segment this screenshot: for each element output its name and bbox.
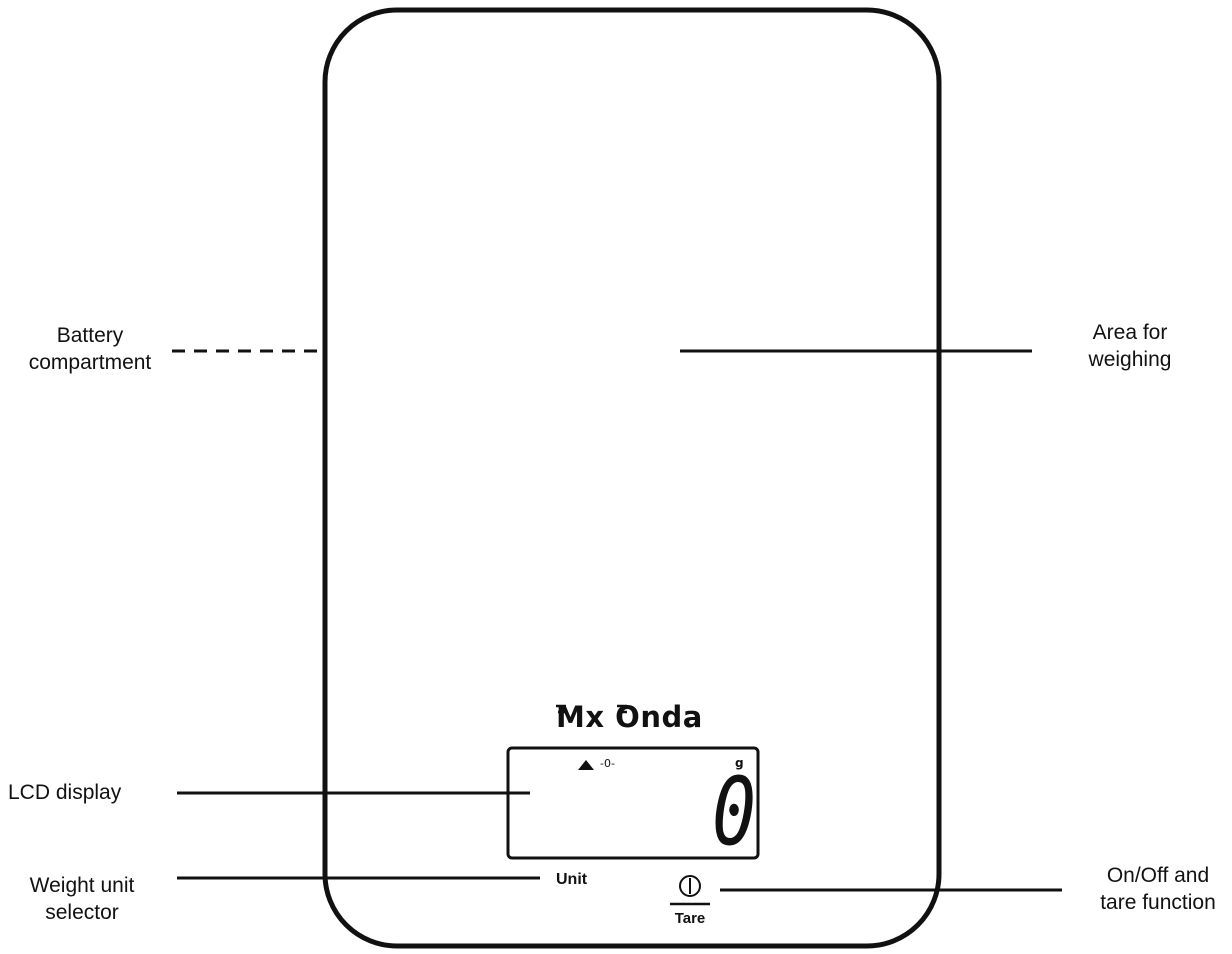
weighing-area-label-line-2: weighing (1088, 348, 1172, 371)
onoff-label-line-1: On/Off and (1106, 864, 1210, 887)
tare-button[interactable]: Tare (668, 874, 712, 927)
zero-indicator: -0- (600, 757, 615, 770)
lcd-reading: 0 (712, 758, 757, 867)
battery-compartment-label: Battery compartment (10, 322, 170, 376)
battery-label-line-1: Battery (56, 324, 124, 347)
power-icon (670, 875, 710, 906)
tare-button-label: Tare (674, 910, 706, 927)
unit-selector-label-line-1: Weight unit (29, 874, 135, 897)
weight-unit-selector-label: Weight unit selector (2, 872, 162, 926)
triangle-icon (578, 760, 594, 770)
lcd-display-label: LCD display (8, 779, 168, 806)
unit-button[interactable]: Unit (556, 871, 588, 888)
onoff-tare-label: On/Off and tare function (1078, 862, 1232, 916)
lcd-display (506, 746, 760, 860)
brand-logo: Mx Onda (556, 700, 703, 734)
lcd-label-text: LCD display (8, 781, 122, 804)
scale-body (322, 7, 942, 949)
battery-label-line-2: compartment (28, 351, 152, 374)
unit-selector-label-line-2: selector (45, 901, 119, 924)
onoff-label-line-2: tare function (1100, 891, 1216, 914)
weighing-area-label-line-1: Area for (1092, 321, 1168, 344)
lcd-unit-indicator: g (735, 756, 744, 770)
weighing-area-label: Area for weighing (1050, 319, 1210, 373)
brand-logo-marks (556, 704, 627, 714)
